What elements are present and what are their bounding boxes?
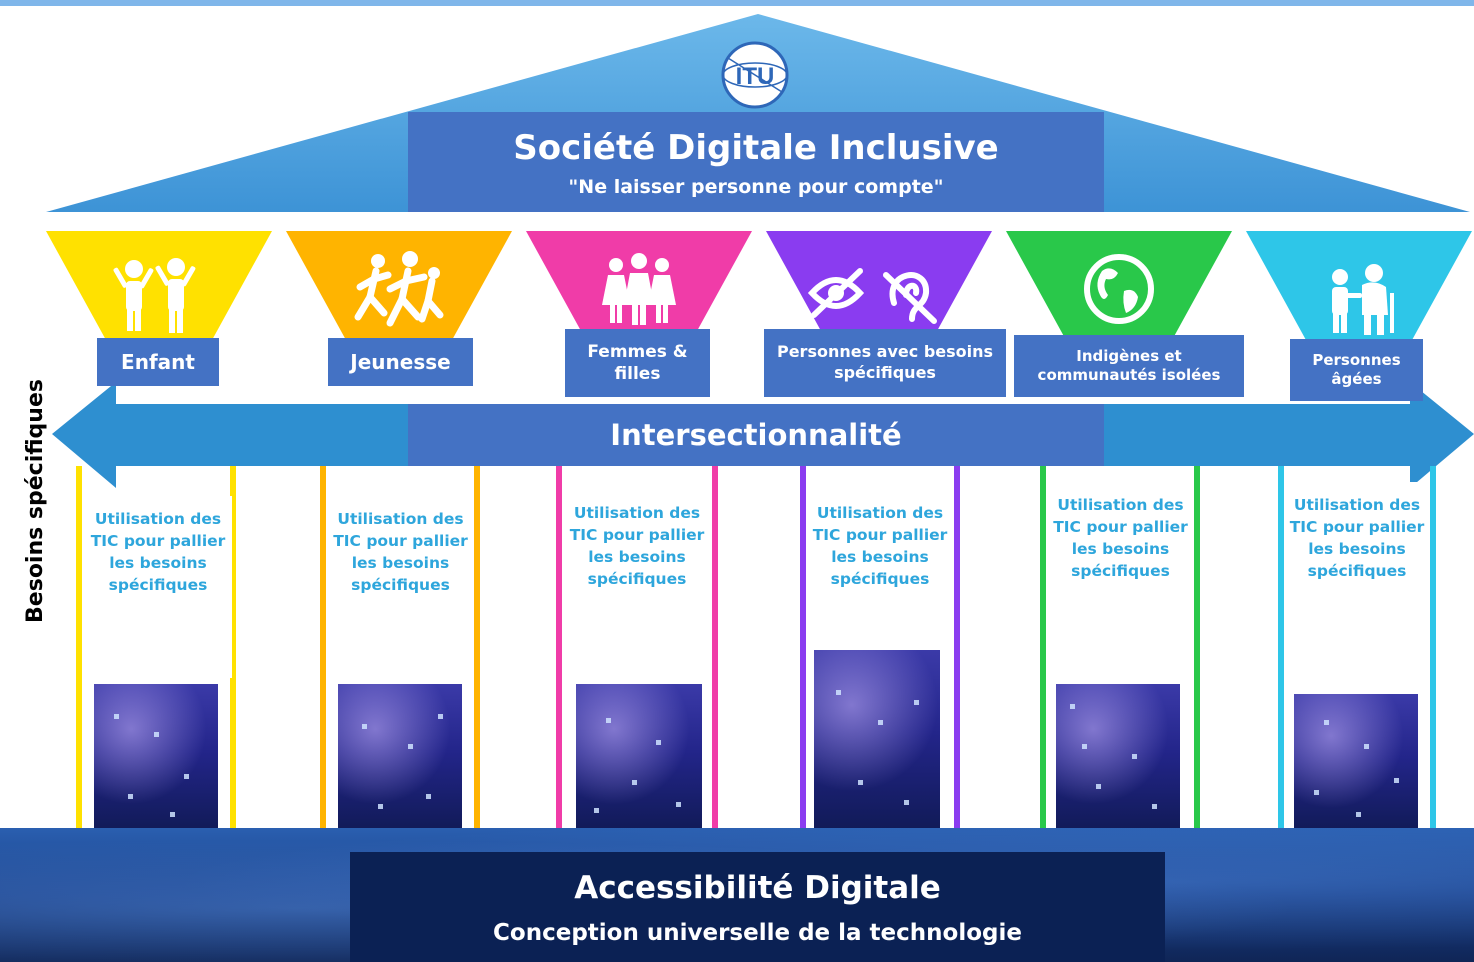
column-line-jeunesse-right [474,466,480,836]
foundation-banner: Accessibilité Digitale Conception univer… [350,852,1165,962]
itu-logo: ITU [721,41,789,109]
eye-ear-slash-icon [807,268,937,324]
capital-indigenes [1006,231,1232,351]
label-agees: Personnes âgées [1290,339,1423,401]
label-femmes: Femmes & filles [565,329,710,397]
label-enfant: Enfant [97,338,219,386]
panel-jeunesse: Utilisation des TIC pour pallier les bes… [328,496,473,678]
panel-femmes: Utilisation des TIC pour pallier les bes… [566,490,708,672]
city-image [1294,694,1418,834]
city-image [94,684,218,834]
column-line-enfant-left [76,466,82,836]
capital-jeunesse [286,231,512,351]
column-line-indigenes-right [1194,466,1200,836]
column-line-femmes-right [712,466,718,836]
column-line-besoins-left [800,466,806,836]
capital-enfant [46,231,272,351]
panel-enfant: Utilisation des TIC pour pallier les bes… [84,496,232,678]
panel-agees: Utilisation des TIC pour pallier les bes… [1284,482,1430,692]
city-image [338,684,462,834]
panel-besoins: Utilisation des TIC pour pallier les bes… [806,490,954,648]
capital-besoins [766,231,992,351]
label-indigenes: Indigènes et communautés isolées [1014,335,1244,397]
column-line-besoins-right [954,466,960,836]
intersection-label: Intersectionnalité [408,404,1104,466]
women-girls-icon [602,253,676,325]
capital-femmes [526,231,752,351]
panel-indigenes: Utilisation des TIC pour pallier les bes… [1048,482,1193,680]
city-image [814,650,940,834]
running-youth-icon [354,251,444,327]
page-title: Société Digitale Inclusive [513,128,999,168]
label-jeunesse: Jeunesse [328,338,473,386]
column-line-femmes-left [556,466,562,836]
foundation-subtitle: Conception universelle de la technologie [493,920,1022,946]
capital-agees [1246,231,1472,351]
column-line-jeunesse-left [320,466,326,836]
title-banner: Société Digitale Inclusive "Ne laisser p… [408,112,1104,212]
globe-icon [1084,254,1154,324]
elderly-care-icon [1332,264,1394,335]
column-line-enfant-right [230,466,236,836]
page-subtitle: "Ne laisser personne pour compte" [568,176,944,198]
city-image [576,684,702,834]
logo-text: ITU [736,63,775,90]
column-line-indigenes-left [1040,466,1046,836]
side-axis-label: Besoins spécifiques [23,379,48,623]
column-line-agees-right [1430,466,1436,836]
foundation-title: Accessibilité Digitale [574,870,941,906]
label-besoins: Personnes avec besoins spécifiques [764,329,1006,397]
city-image [1056,684,1180,834]
children-icon [113,258,196,333]
top-border [0,0,1474,6]
column-line-agees-left [1278,466,1284,836]
